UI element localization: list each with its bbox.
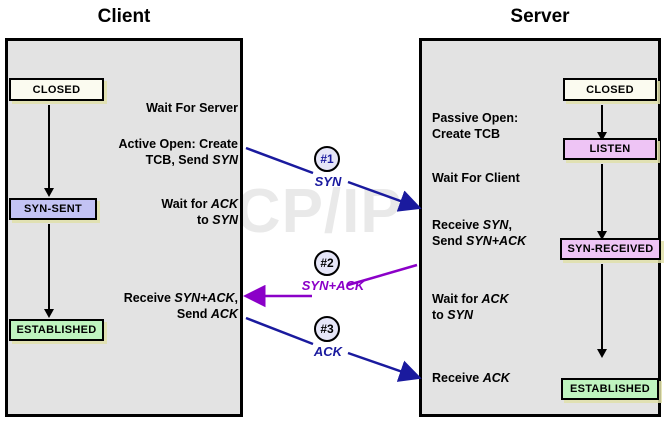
server-state-closed: CLOSED [563, 78, 657, 101]
message-label-syn: SYN [314, 174, 342, 189]
client-state-syn-sent: SYN-SENT [9, 198, 97, 220]
message-badge-1: #1 [314, 146, 340, 172]
client-state-closed: CLOSED [9, 78, 104, 101]
server-arrow-closed-to-listen [597, 105, 607, 141]
message-label-synack: SYN+ACK [301, 278, 365, 293]
server-arrow-listen-to-syn-received [597, 164, 607, 240]
server-panel [419, 38, 661, 417]
server-column-title: Server [510, 6, 570, 27]
client-panel [5, 38, 243, 417]
server-note-receive-ack: Receive ACK [432, 371, 510, 385]
server-note-receive-syn: Receive SYN,Send SYN+ACK [432, 218, 527, 248]
arrow-syn-segment-left [245, 146, 314, 175]
server-arrow-syn-received-to-established [597, 264, 607, 358]
client-arrow-closed-to-syn-sent [44, 105, 54, 197]
client-note-receive-synack: Receive SYN+ACK,Send ACK [123, 291, 238, 321]
arrow-ack-segment-right [347, 351, 422, 382]
server-state-established: ESTABLISHED [561, 378, 659, 400]
client-arrow-syn-sent-to-established [44, 224, 54, 318]
arrow-ack-segment-left [245, 316, 314, 346]
server-note-wait-for-client: Wait For Client [432, 171, 520, 185]
message-badge-2: #2 [314, 250, 340, 276]
client-state-established: ESTABLISHED [9, 319, 104, 341]
server-state-listen: LISTEN [563, 138, 657, 160]
server-note-passive-open: Passive Open:Create TCB [432, 111, 519, 141]
server-state-syn-received: SYN-RECEIVED [560, 238, 661, 260]
client-column-title: Client [97, 6, 151, 27]
message-badge-3: #3 [314, 316, 340, 342]
message-label-ack: ACK [313, 344, 343, 359]
client-note-wait-for-server: Wait For Server [146, 101, 238, 115]
